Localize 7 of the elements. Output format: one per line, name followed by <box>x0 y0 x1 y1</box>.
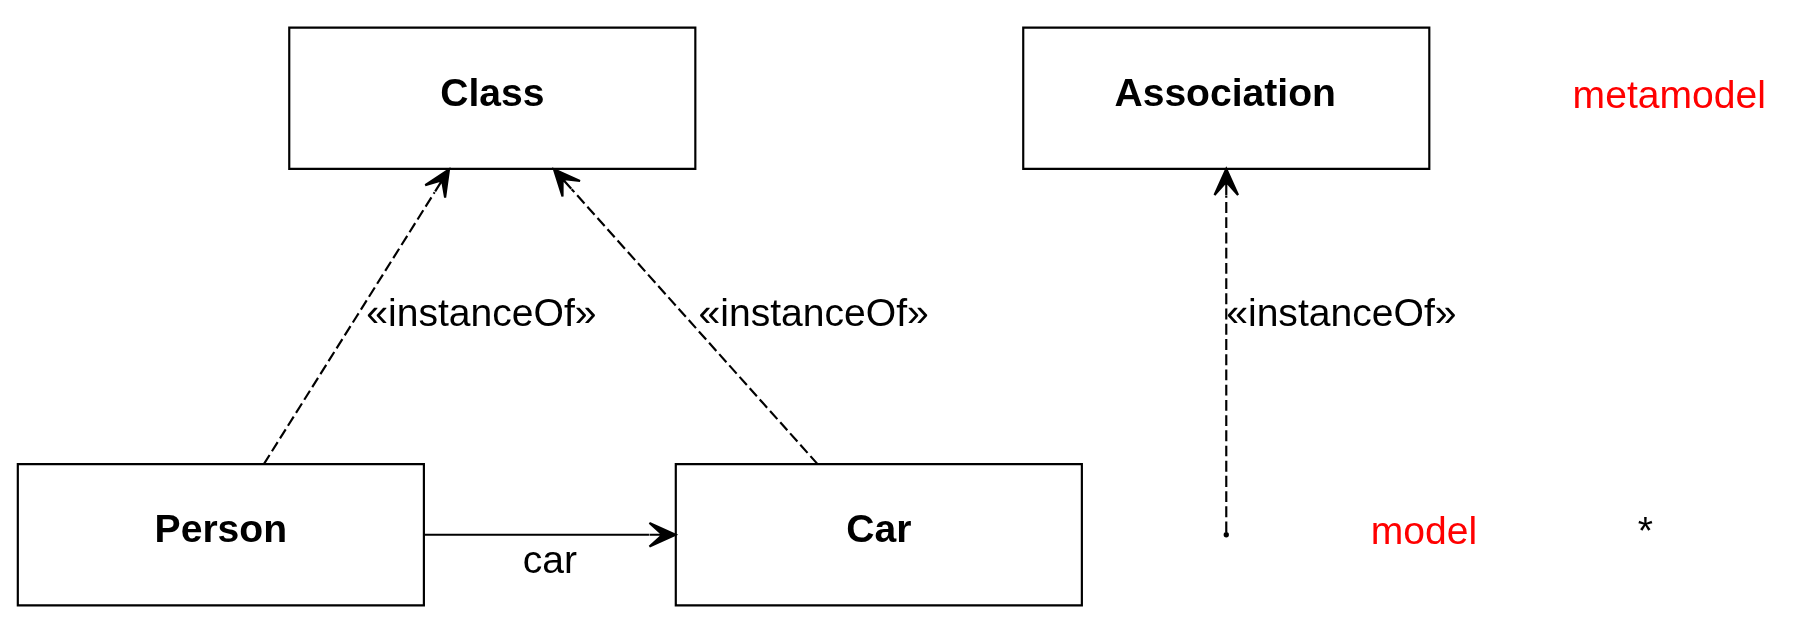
edge-label: «instanceOf» <box>698 290 929 334</box>
edge-label: «instanceOf» <box>1225 290 1456 334</box>
label: metamodel <box>1572 72 1766 116</box>
edge-label: car <box>522 537 577 581</box>
label: model <box>1370 508 1477 552</box>
edge-label: «instanceOf» <box>365 290 597 334</box>
label: * <box>1637 508 1653 552</box>
